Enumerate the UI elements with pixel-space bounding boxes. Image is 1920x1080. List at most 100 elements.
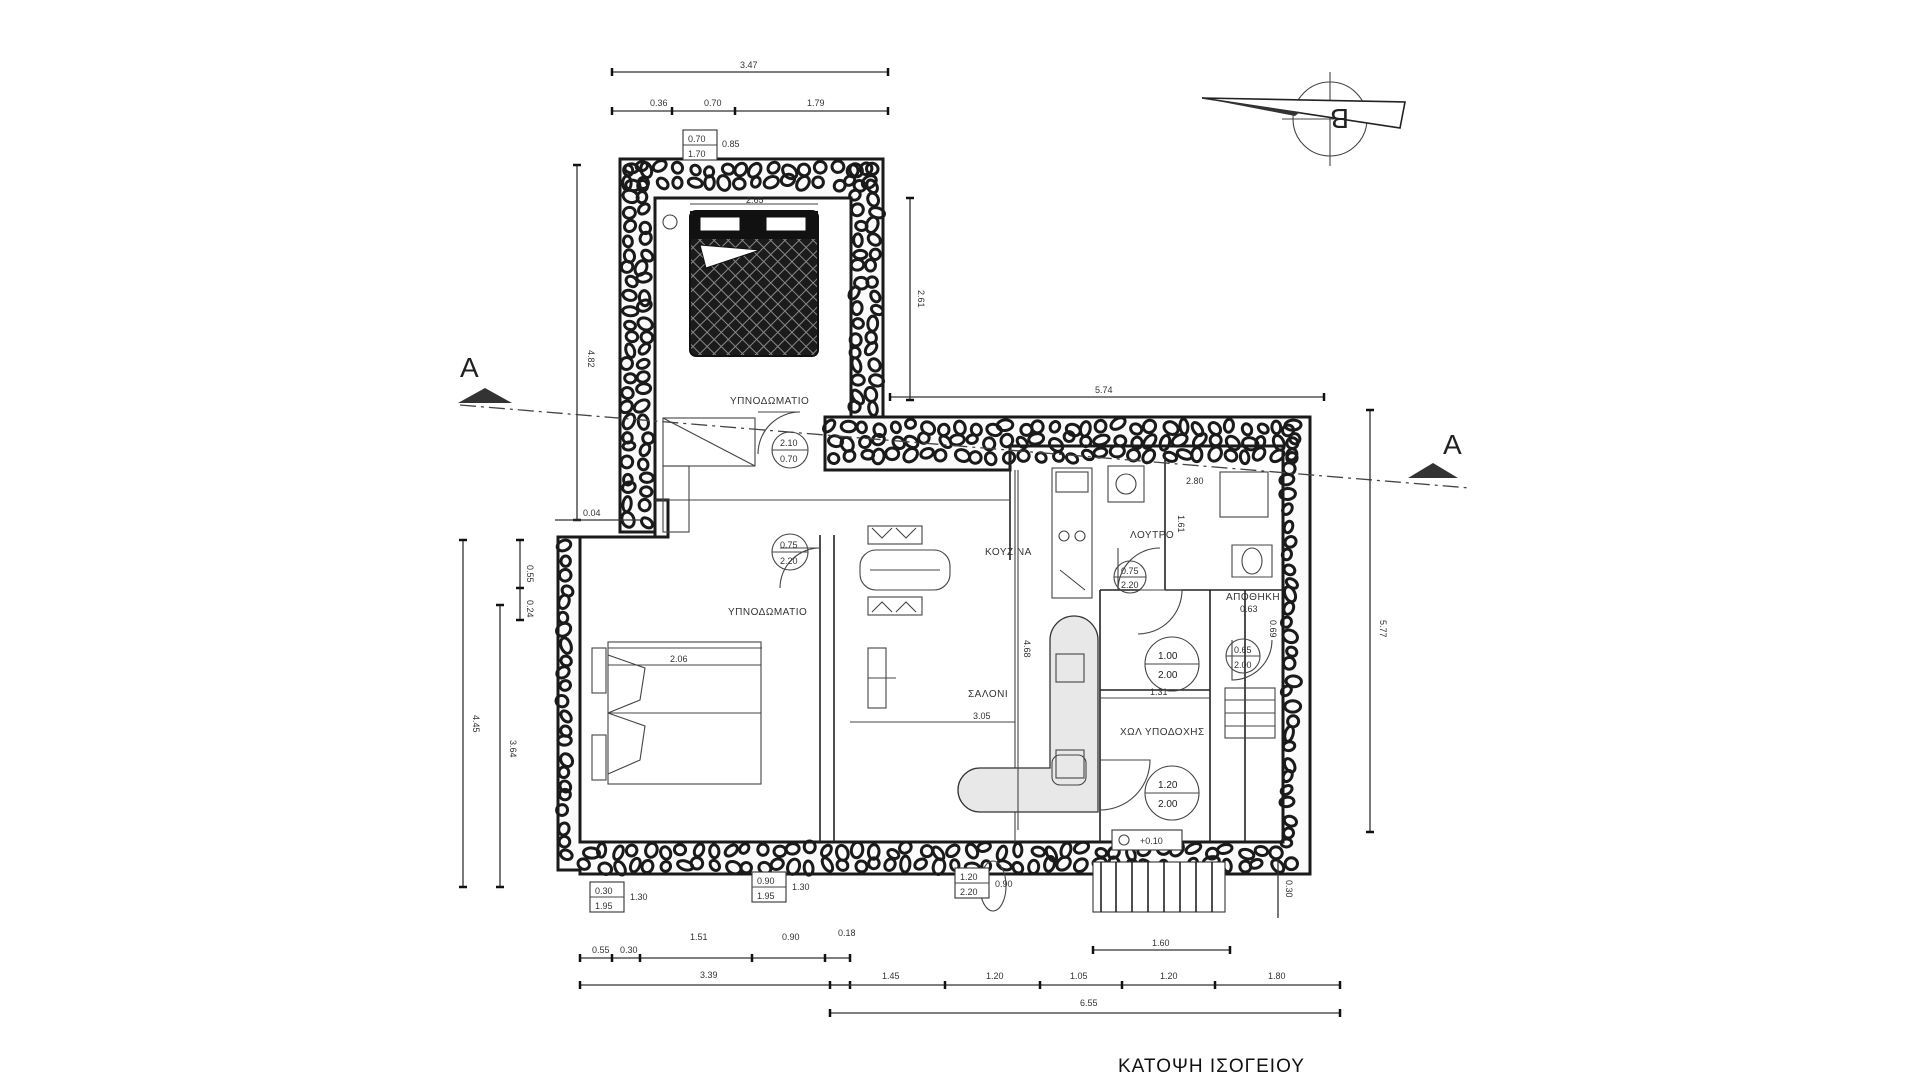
wall-stone [640, 858, 655, 875]
wall-stone [820, 856, 835, 873]
svg-text:0.65: 0.65 [1234, 645, 1252, 655]
svg-text:1.05: 1.05 [1070, 971, 1088, 981]
wall-stone [595, 842, 608, 859]
wall-stone [576, 857, 591, 871]
room-labels: ΥΠΝΟΔΩΜΑΤΙΟ ΥΠΝΟΔΩΜΑΤΙΟ ΚΟΥΖΙΝΑ ΣΑΛΟΝΙ Λ… [728, 396, 1280, 738]
wall-stone [703, 174, 716, 191]
wall-stone [1207, 445, 1223, 463]
opening-tag-4: 0.75 2.20 [1113, 560, 1147, 594]
wall-stone [556, 734, 573, 747]
svg-text:2.20: 2.20 [1121, 580, 1139, 590]
wall-stone [843, 174, 857, 187]
wall-stone [689, 856, 705, 871]
opening-tags: 0.70 1.70 0.85 2.10 0.70 0.75 2.20 0.75 … [589, 129, 1261, 913]
wall-stone [802, 839, 817, 855]
partitions [608, 446, 1283, 842]
wall-stone [850, 373, 866, 387]
wall-stone [1141, 433, 1158, 450]
wall-stone [883, 857, 897, 872]
svg-text:0.90: 0.90 [757, 876, 775, 886]
wall-stone [1162, 450, 1179, 463]
drawing-title: ΚΑΤΟΨΗ ΙΣΟΓΕΙΟΥ [1118, 1056, 1305, 1077]
section-marker-right-icon [1408, 463, 1458, 478]
section-label-right: A [1443, 429, 1462, 460]
wall-stone [637, 289, 652, 308]
wall-stone [638, 442, 652, 458]
wall-stone [623, 218, 638, 234]
wall-stone [622, 472, 634, 487]
wall-stone [891, 435, 906, 450]
section-line-a-a: A A [458, 352, 1471, 489]
svg-text:1.00: 1.00 [1158, 651, 1178, 662]
svg-text:0.90: 0.90 [782, 932, 800, 942]
wall-stone [559, 636, 573, 655]
wall-stone [1109, 416, 1127, 431]
wall-stone [869, 289, 882, 304]
wall-stone [619, 356, 634, 371]
floor-level: +0.10 [1140, 836, 1163, 846]
wall-stone [1055, 855, 1072, 872]
north-label: B [1330, 103, 1349, 134]
wall-stone [849, 258, 866, 272]
wall-stone [1270, 858, 1286, 874]
wall-stone [1081, 448, 1095, 462]
wall-stone [903, 434, 920, 450]
wall-stone [982, 436, 997, 452]
svg-text:2.65: 2.65 [746, 195, 764, 205]
wall-stone [968, 450, 983, 465]
wall-stone [965, 433, 979, 445]
wall-stone [558, 787, 572, 802]
wall-stone [635, 357, 651, 370]
wall-stone [969, 422, 983, 437]
dining-table [859, 525, 951, 616]
wall-stone [686, 176, 704, 189]
wall-stone [904, 417, 917, 430]
door-swings [757, 411, 1273, 811]
wall-stone [621, 234, 634, 249]
wall-stone [1064, 452, 1080, 465]
stone-walls [554, 157, 1312, 877]
wall-stone [1108, 443, 1126, 459]
room-label-storage: ΑΠΟΘΗΚΗ [1226, 592, 1280, 603]
wall-stone [557, 834, 572, 849]
wall-stone [1282, 563, 1297, 577]
wall-stone [795, 174, 811, 192]
wall-stone [1256, 422, 1270, 435]
svg-text:1.61: 1.61 [1176, 515, 1186, 533]
svg-text:0.36: 0.36 [650, 98, 668, 108]
room-label-living: ΣΑΛΟΝΙ [968, 689, 1008, 700]
wall-stone [1251, 446, 1267, 462]
wall-stone [866, 191, 881, 208]
svg-text:1.30: 1.30 [792, 882, 810, 892]
wall-stone [659, 860, 673, 873]
wall-stone [766, 160, 781, 175]
svg-text:1.20: 1.20 [1158, 780, 1178, 791]
wall-stone [871, 447, 886, 466]
svg-text:0.90: 0.90 [995, 879, 1013, 889]
wall-stone [559, 709, 573, 724]
wall-stone [1030, 845, 1047, 858]
wall-stone [865, 275, 879, 289]
svg-text:0.18: 0.18 [838, 928, 856, 938]
wall-stone [1162, 420, 1180, 436]
wall-stone [1278, 472, 1296, 487]
room-label-hall: ΧΩΛ ΥΠΟΔΟΧΗΣ [1120, 727, 1205, 738]
wall-stone [620, 386, 635, 401]
svg-text:1.70: 1.70 [688, 149, 706, 159]
section-marker-left-icon [458, 388, 512, 403]
wall-stone [747, 161, 763, 179]
svg-text:3.05: 3.05 [973, 711, 991, 721]
wall-stone [1281, 769, 1294, 784]
wall-stone [948, 433, 966, 447]
wall-stone [644, 841, 659, 859]
wall-stone [864, 215, 880, 234]
wall-stone [638, 471, 655, 484]
wall-stone [1012, 841, 1024, 859]
svg-text:0.30: 0.30 [1284, 880, 1294, 898]
wall-stone [624, 342, 637, 359]
dim-top-total: 3.47 [740, 60, 758, 70]
wall-stone [1093, 418, 1108, 434]
svg-text:0.70: 0.70 [704, 98, 722, 108]
wall-stone [1222, 417, 1235, 434]
wall-stone [1285, 436, 1300, 451]
